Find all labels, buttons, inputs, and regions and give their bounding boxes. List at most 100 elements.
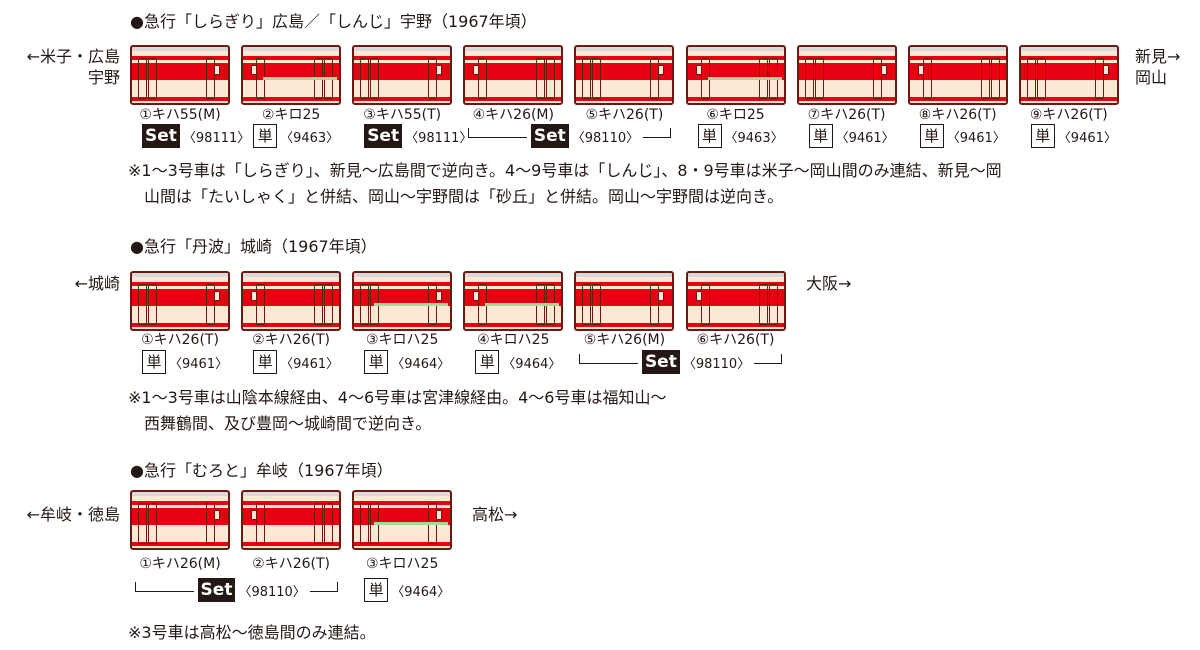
car-door: [980, 58, 990, 99]
car-door: [536, 58, 546, 99]
car-door: [256, 284, 266, 325]
car-label: ②キハ26(T): [252, 556, 331, 572]
product-badge: 単〈9461〉: [249, 350, 343, 374]
formation-note: 西舞鶴間、及び豊岡～城崎間で逆向き。: [128, 414, 432, 433]
right-direction: 高松→: [472, 504, 517, 525]
direction-text: ←城崎: [74, 274, 120, 293]
product-badge: Set〈98110〉: [637, 350, 755, 374]
car-window: [695, 65, 702, 75]
direction-text: 大阪→: [806, 274, 852, 293]
single-tag: 単: [253, 350, 278, 374]
car-door: [700, 284, 710, 325]
product-badge: Set〈98111〉: [360, 124, 476, 148]
car-door: [360, 284, 370, 325]
car-label: ③キロハ25: [366, 556, 439, 572]
direction-text: 岡山: [1135, 68, 1168, 87]
car-window: [880, 65, 887, 75]
car-window: [473, 291, 480, 301]
product-badge: 単〈9461〉: [138, 350, 232, 374]
car-door: [324, 503, 334, 544]
car-window: [917, 65, 924, 75]
car-window: [436, 65, 443, 75]
single-tag: 単: [697, 124, 722, 148]
section-heading: ●急行「丹波」城崎（1967年頃）: [130, 237, 377, 256]
product-code: 〈98110〉: [238, 584, 306, 600]
left-direction: ←牟岐・徳島: [27, 504, 120, 525]
direction-text: 新見→: [1135, 47, 1181, 66]
car-door: [872, 58, 882, 99]
green-stripe: [485, 303, 560, 306]
green-stripe: [374, 303, 449, 306]
product-badge: 単〈9461〉: [916, 124, 1010, 148]
car-door: [478, 58, 488, 99]
car-door: [582, 284, 592, 325]
car-door: [1026, 58, 1036, 99]
car-door: [768, 284, 778, 325]
car-door: [256, 503, 266, 544]
product-code: 〈9461〉: [946, 130, 1006, 146]
product-badge: 単〈9461〉: [1027, 124, 1121, 148]
product-code: 〈9461〉: [280, 356, 340, 372]
railcar: [241, 490, 342, 550]
railcar: [352, 45, 453, 105]
single-tag: 単: [475, 350, 500, 374]
product-code: 〈98110〉: [682, 356, 751, 372]
direction-text: 宇野: [87, 68, 120, 87]
car-label: ②キロ25: [261, 107, 321, 123]
set-tag: Set: [142, 124, 180, 148]
car-label: ①キハ26(M): [139, 556, 221, 572]
car-window: [658, 291, 665, 301]
railcar: [796, 45, 897, 105]
car-door: [138, 58, 147, 99]
car-door: [922, 58, 932, 99]
set-tag: Set: [530, 124, 569, 148]
set-tag: Set: [641, 350, 680, 374]
right-direction: 新見→ 岡山: [1135, 46, 1180, 88]
car-window: [214, 65, 220, 75]
product-code: 〈9461〉: [1057, 130, 1117, 146]
formation-note: 山間は「たいしゃく」と併結、岡山～宇野間は「砂丘」と併結。岡山～宇野間は逆向き。: [128, 187, 784, 206]
car-door: [206, 58, 215, 99]
product-code: 〈98111〉: [182, 130, 251, 146]
single-tag: 単: [1030, 124, 1055, 148]
car-window: [436, 291, 443, 301]
car-door: [650, 58, 660, 99]
car-door: [324, 284, 334, 325]
car-label: ⑦キハ26(T): [807, 107, 886, 123]
product-code: 〈9463〉: [724, 130, 784, 146]
car-door: [758, 284, 768, 325]
product-badge: Set〈98111〉: [138, 124, 254, 148]
section-heading: ●急行「むろと」牟岐（1967年頃）: [130, 461, 393, 480]
formation-note: ※1～3号車は「しらぎり」、新見～広島間で逆向き。4～9号車は「しんじ」、8・9…: [128, 161, 1002, 180]
set-tag: Set: [364, 124, 403, 148]
single-tag: 単: [364, 578, 389, 602]
car-door: [428, 58, 438, 99]
single-tag: 単: [253, 124, 278, 148]
product-badge: 単〈9463〉: [249, 124, 343, 148]
car-window: [251, 510, 258, 520]
car-door: [360, 58, 370, 99]
green-stripe: [374, 522, 449, 525]
railcar: [907, 45, 1008, 105]
product-code: 〈9463〉: [280, 130, 340, 146]
product-code: 〈9464〉: [502, 356, 562, 372]
formation-note: ※3号車は高松～徳島間のみ連結。: [128, 623, 376, 642]
railcar: [685, 271, 786, 331]
car-label: ③キロハ25: [366, 332, 439, 348]
product-badge: 単〈9464〉: [471, 350, 565, 374]
railcar: [241, 45, 342, 105]
car-label: ⑥キハ26(T): [696, 332, 775, 348]
car-label: ⑥キロ25: [706, 107, 765, 123]
car-door: [206, 284, 215, 325]
car-label: ①キハ55(M): [139, 107, 221, 123]
car-door: [546, 58, 556, 99]
car-door: [138, 503, 147, 544]
car-label: ④キロハ25: [477, 332, 550, 348]
car-door: [360, 503, 370, 544]
car-door: [804, 58, 814, 99]
left-direction: ←城崎: [75, 273, 120, 294]
green-stripe: [707, 77, 782, 80]
product-badge: 単〈9464〉: [360, 578, 454, 602]
car-door: [1094, 58, 1104, 99]
car-door: [314, 284, 324, 325]
